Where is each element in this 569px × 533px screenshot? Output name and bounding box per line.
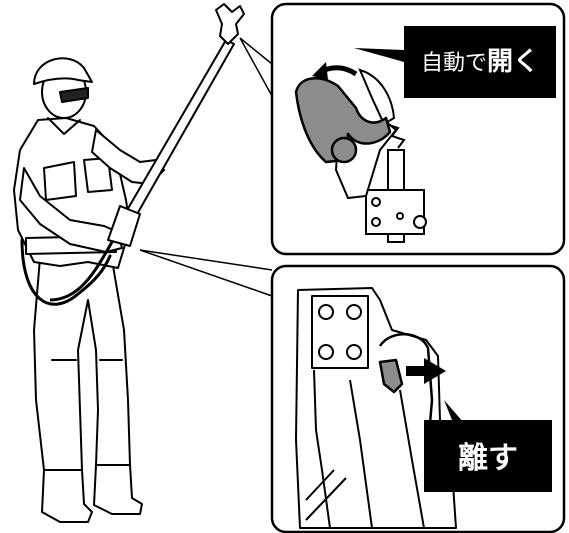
release-label-text: 離す [458,441,518,476]
worker-left-boot [41,469,93,523]
pruner-cutting-head [215,3,245,45]
trigger-lever [378,358,404,394]
callout-leaders [139,37,273,297]
bottom-callout-leader [139,249,273,297]
worker-legs [33,257,131,471]
safety-helmet [33,57,93,85]
worker-lower-arm [19,167,123,253]
safety-goggles [59,87,89,103]
bracket-side-screw [413,215,427,229]
bottom-callout-panel: 離す [270,264,566,533]
worker-right-boot [93,464,143,515]
handle-assembly [295,287,457,529]
handle-screw-4 [346,344,362,360]
arrow-right-icon [406,358,446,384]
release-label: 離す [424,400,552,492]
auto-open-bold-text: 開く [487,47,539,77]
shaft-bracket [365,189,425,235]
bracket-screw-top [371,197,381,207]
svg-text:自動で開く: 自動で開く [421,47,539,77]
handle-screw-1 [318,304,334,320]
top-callout-leader [239,37,273,97]
handle-screw-3 [318,344,334,360]
auto-open-label: 自動で開く [354,26,556,98]
trigger-guard [378,333,434,471]
bracket-pin [396,212,404,220]
handle-screw-2 [346,304,362,320]
pruner-handle [107,205,141,247]
handle-grip-ribs [305,469,347,521]
auto-open-normal-text: 自動で [421,51,487,76]
pruner-pole [125,39,235,217]
worker-figure [13,57,165,523]
safety-harness [20,238,112,306]
moving-jaw [294,77,392,164]
curved-arrow-left-icon [312,62,358,80]
top-callout-panel: 自動で開く [270,2,566,256]
pruner-cord [49,241,114,302]
pole-pruner [49,3,245,302]
jaw-pivot [330,136,358,164]
bracket-screw-bottom [371,217,381,227]
